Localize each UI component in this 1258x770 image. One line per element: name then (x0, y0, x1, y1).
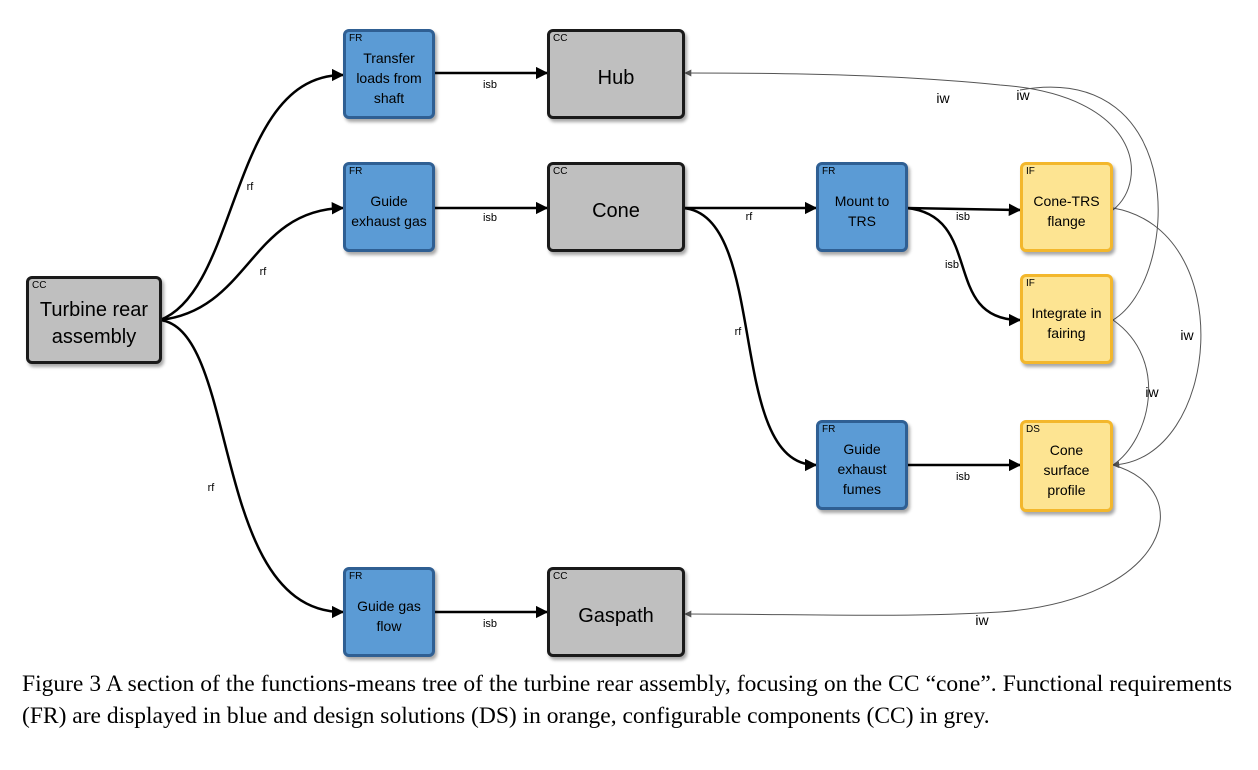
node-label: Guide gas flow (357, 598, 421, 634)
node-type-tag: DS (1026, 424, 1040, 435)
node-type-tag: CC (32, 280, 47, 291)
node-turbine-rear-assembly: CC Turbine rear assembly (26, 276, 162, 364)
node-label: Cone-TRS flange (1033, 193, 1100, 229)
node-cc-hub: CC Hub (547, 29, 685, 119)
node-type-tag: FR (349, 166, 363, 177)
edge-label-isb-cone-trs: isb (955, 211, 971, 223)
node-if-cone-trs-flange: IF Cone-TRS flange (1020, 162, 1113, 252)
edge-label-isb-hub: isb (482, 79, 498, 91)
node-fr-guide-exhaust-gas: FR Guide exhaust gas (343, 162, 435, 252)
node-type-tag: IF (1026, 166, 1035, 177)
node-label: Mount to TRS (834, 193, 890, 229)
edge-label-iw-gaspath: iw (975, 612, 989, 628)
node-label: Turbine rear assembly (39, 299, 149, 348)
edge-rf-turbine-to-guide-gas-flow (159, 318, 345, 619)
node-fr-mount-to-trs: FR Mount to TRS (816, 162, 908, 252)
edge-rf-turbine-to-transfer-loads (159, 68, 345, 322)
edge-label-rf-mount: rf (745, 211, 753, 223)
figure-caption: Figure 3 A section of the functions-mean… (22, 671, 1232, 729)
node-label: Cone (592, 199, 640, 222)
edge-label-rf-guide-exhaust: rf (259, 266, 267, 278)
edge-label-rf-fumes: rf (734, 326, 742, 338)
node-label: Transfer loads from shaft (356, 50, 422, 106)
edge-label-isb-integrate: isb (944, 259, 960, 271)
edge-label-iw-cone-surface-2: iw (1145, 384, 1159, 400)
node-cc-cone: CC Cone (547, 162, 685, 252)
node-if-integrate-in-fairing: IF Integrate in fairing (1020, 274, 1113, 364)
edge-isb-mount-to-cone-trs-flange (905, 203, 1022, 217)
edge-iw-cone-trs-to-hub (684, 69, 1132, 211)
node-ds-cone-surface-profile: DS Cone surface profile (1020, 420, 1113, 512)
diagram-edges (159, 66, 1202, 619)
edge-label-isb-gaspath: isb (482, 618, 498, 630)
edge-iw-integrate-to-hub (1019, 86, 1159, 321)
node-label: Guide exhaust fumes (837, 441, 887, 497)
node-type-tag: CC (553, 571, 568, 582)
edge-rf-cone-to-guide-exhaust-fumes (682, 206, 818, 472)
edge-label-rf-transfer: rf (246, 181, 254, 193)
node-type-tag: FR (822, 166, 836, 177)
node-label: Gaspath (578, 604, 654, 627)
edge-iw-integrate-to-cone-surface (1112, 319, 1150, 466)
edge-label-rf-guide-gas: rf (207, 482, 215, 494)
node-cc-gaspath: CC Gaspath (547, 567, 685, 657)
node-type-tag: IF (1026, 278, 1035, 289)
node-type-tag: CC (553, 166, 568, 177)
node-fr-transfer-loads-from-shaft: FR Transfer loads from shaft (343, 29, 435, 119)
node-type-tag: FR (822, 424, 836, 435)
edge-iw-cone-trs-to-cone-surface (1112, 207, 1202, 469)
node-type-tag: FR (349, 33, 363, 44)
edge-rf-turbine-to-guide-exhaust-gas (159, 202, 345, 322)
node-label: Hub (597, 66, 635, 89)
node-type-tag: FR (349, 571, 363, 582)
node-fr-guide-gas-flow: FR Guide gas flow (343, 567, 435, 657)
edge-label-isb-cone-surface: isb (955, 471, 971, 483)
edge-isb-mount-to-integrate-in-fairing (905, 206, 1022, 327)
node-label: Integrate in fairing (1031, 305, 1102, 341)
node-label: Cone surface profile (1043, 442, 1090, 498)
node-type-tag: CC (553, 33, 568, 44)
edge-label-iw-cone-surface-1: iw (1180, 327, 1194, 343)
node-label: Guide exhaust gas (351, 193, 427, 229)
edge-label-iw-hub-1: iw (936, 90, 950, 106)
node-fr-guide-exhaust-fumes: FR Guide exhaust fumes (816, 420, 908, 510)
edge-label-isb-cone: isb (482, 212, 498, 224)
edge-iw-cone-surface-to-gaspath (684, 464, 1161, 618)
edge-label-iw-hub-2: iw (1016, 87, 1030, 103)
